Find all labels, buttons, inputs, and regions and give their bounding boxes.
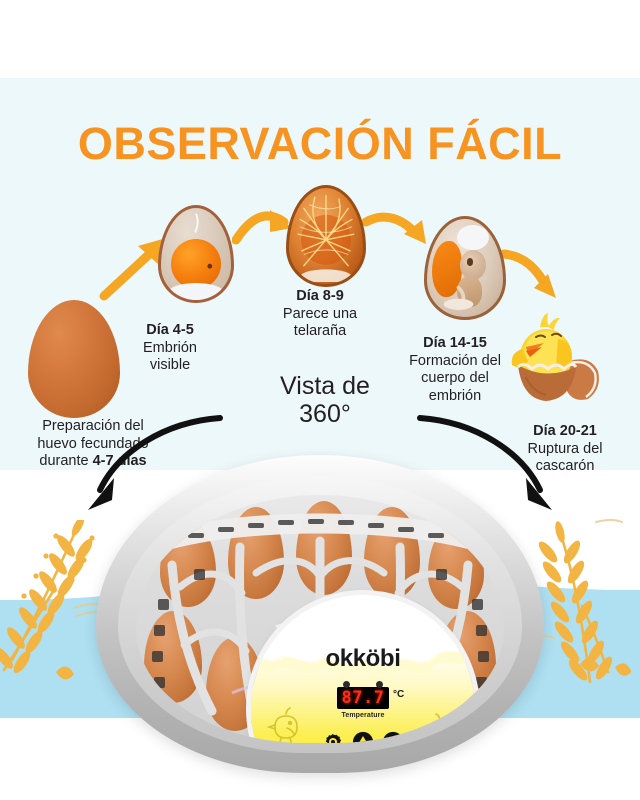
stage-arrow-2-icon (232, 206, 294, 250)
day-8-9-line-1: Parece una (250, 306, 390, 324)
temperature-unit: °C (393, 689, 404, 700)
panel-button-row (322, 731, 404, 743)
background-white-top (0, 0, 640, 78)
display-screws (337, 681, 389, 688)
day-4-5-line-2: visible (110, 357, 230, 375)
incubator-egg-tray: okköbi (136, 495, 504, 743)
incubator-control-panel[interactable]: okköbi (251, 595, 475, 743)
screw-left (343, 681, 350, 688)
rotation-caption: Vista de 360° (235, 372, 415, 428)
stage-arrow-4-icon (500, 248, 562, 304)
stage-label-day-8-9: Día 8-9 Parece una telaraña (250, 288, 390, 341)
day-8-9-line-2: telaraña (250, 323, 390, 341)
stage-icon-egg-with-visible-yolk (158, 205, 234, 303)
rotation-caption-line-1: Vista de (280, 372, 370, 400)
chick-outline-icon (265, 707, 305, 743)
stage-icon-egg-with-embryo-body (424, 216, 506, 320)
temperature-down-button[interactable] (382, 731, 404, 743)
rotation-caption-line-2: 360° (299, 400, 351, 428)
day-4-5-line-1: Embrión (110, 340, 230, 358)
stage-arrow-3-icon (362, 208, 430, 256)
stage-label-day-4-5: Día 4-5 Embrión visible (110, 322, 230, 375)
stage-icon-plain-brown-egg (28, 300, 120, 418)
temperature-up-button[interactable] (352, 731, 374, 743)
day-14-15-line-1: Formación del (385, 353, 525, 371)
day-14-15-heading: Día 14-15 (385, 335, 525, 353)
day-4-5-heading: Día 4-5 (110, 322, 230, 340)
chick-outline-icon (421, 713, 461, 743)
temperature-caption: Temperature (331, 712, 395, 719)
temperature-value: 87.7 (337, 687, 389, 709)
settings-gear-button[interactable] (322, 731, 344, 743)
stage-icon-egg-with-vein-web (286, 185, 366, 287)
brand-logo: okköbi (251, 645, 475, 673)
incubator-device: okköbi (96, 455, 544, 785)
day-8-9-heading: Día 8-9 (250, 288, 390, 306)
temperature-display: 87.7 °C Temperature (337, 687, 389, 709)
screw-right (376, 681, 383, 688)
page-title: OBSERVACIÓN FÁCIL (0, 118, 640, 170)
